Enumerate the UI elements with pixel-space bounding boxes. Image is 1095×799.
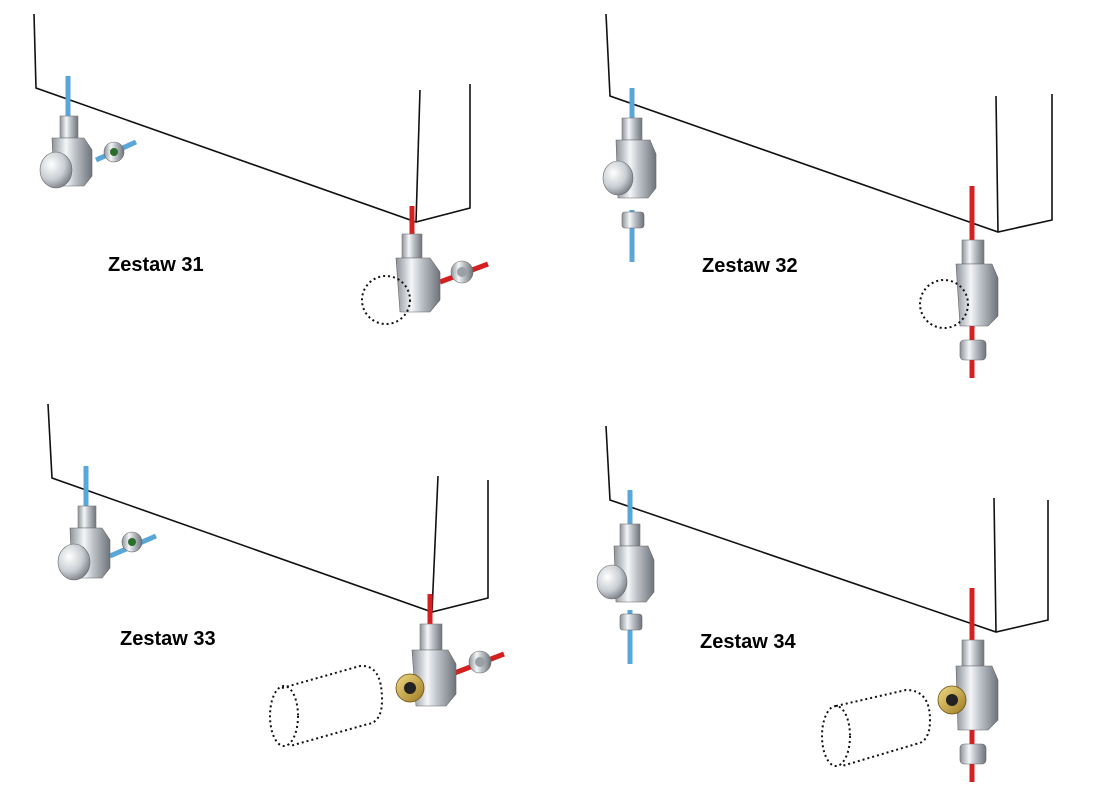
straight-valve-hot: [937, 639, 999, 765]
panel-zestaw-33: Zestaw 33: [47, 403, 505, 747]
handwheel-outline: [919, 279, 969, 329]
thermostat-head-outline: [269, 664, 384, 747]
straight-valve-cold: [602, 117, 657, 229]
angle-valve-hot: [395, 623, 492, 707]
panel-zestaw-34: Zestaw 34: [596, 425, 1049, 782]
angle-valve-cold: [39, 115, 125, 189]
thermostat-head-outline: [821, 688, 932, 767]
set-label: Zestaw 31: [108, 254, 204, 276]
angle-valve-hot: [395, 233, 474, 313]
radiator-outline: [33, 13, 471, 223]
radiator-outline: [47, 403, 489, 613]
handwheel-outline: [361, 275, 411, 325]
radiator-outline: [605, 425, 1049, 633]
set-label: Zestaw 32: [702, 255, 798, 277]
set-label: Zestaw 34: [700, 631, 796, 653]
radiator-outline: [605, 13, 1053, 233]
angle-valve-cold: [57, 505, 143, 581]
straight-valve-hot: [955, 239, 999, 361]
panel-zestaw-32: Zestaw 32: [602, 13, 1053, 378]
panel-zestaw-31: Zestaw 31: [33, 13, 489, 325]
straight-valve-cold: [596, 523, 655, 631]
set-label: Zestaw 33: [120, 628, 216, 650]
